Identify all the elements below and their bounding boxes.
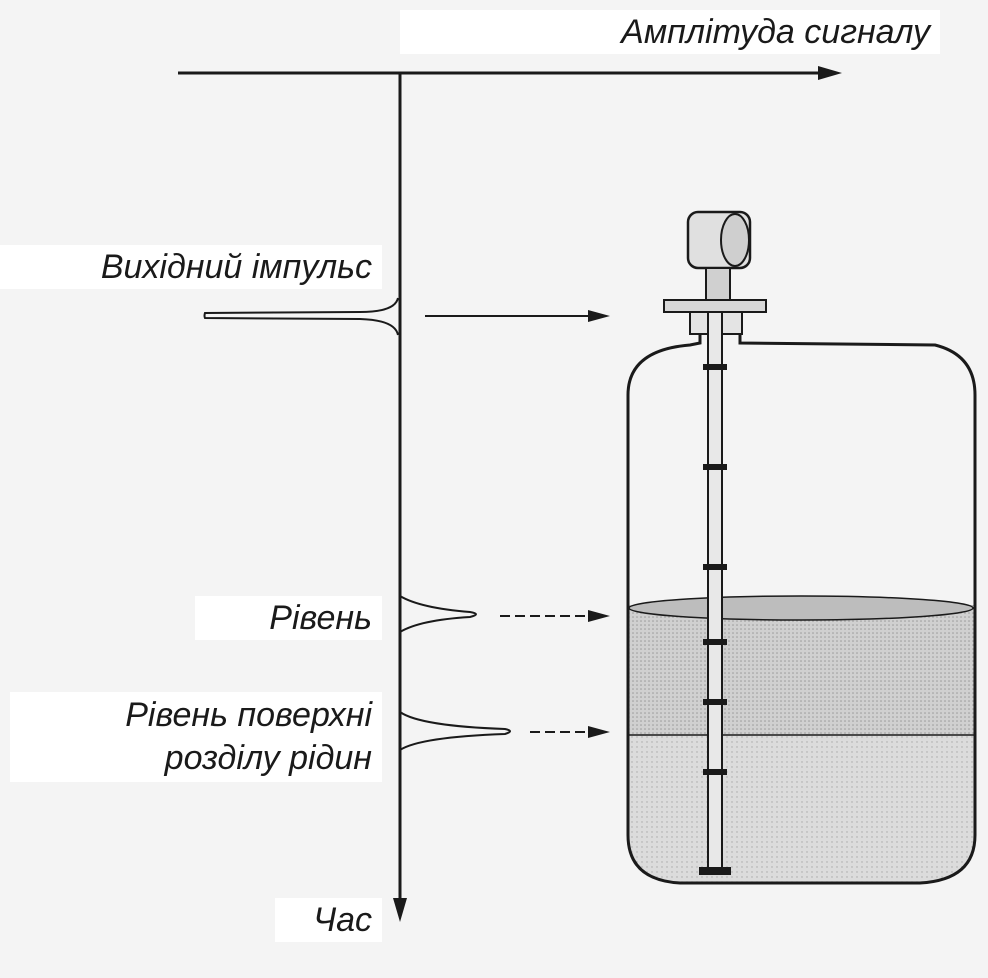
signal-pulses [203, 297, 511, 751]
level-arrowhead [588, 610, 610, 622]
probe-rod [707, 311, 723, 873]
output-pulse-label: Вихідний імпульс [0, 245, 382, 289]
interface-pulse-shape [399, 711, 511, 751]
interface-arrowhead [588, 726, 610, 738]
mounting-flange [663, 299, 767, 313]
time-axis-label: Час [275, 898, 382, 942]
transmitter-neck [705, 267, 731, 301]
amplitude-axis-arrowhead [818, 66, 842, 80]
time-axis-arrowhead [393, 898, 407, 922]
output-arrowhead [588, 310, 610, 322]
probe-spacers [699, 364, 731, 875]
liquid-surface [628, 595, 974, 621]
lower-liquid-layer [628, 735, 975, 883]
upper-liquid-layer [628, 605, 975, 735]
transmitter-cover [720, 213, 750, 267]
level-pulse-shape [399, 595, 477, 633]
level-label: Рівень [195, 596, 382, 640]
interface-level-label: Рівень поверхні розділу рідин [10, 692, 382, 782]
interface-label-line2: розділу рідин [164, 739, 372, 777]
tank [626, 328, 977, 885]
signal-axes [178, 66, 842, 922]
radar-level-transmitter [663, 210, 767, 875]
amplitude-axis-label: Амплітуда сигналу [400, 10, 940, 54]
echo-arrows [425, 310, 610, 738]
tank-outline [626, 328, 977, 885]
interface-label-line1: Рівень поверхні [125, 696, 372, 734]
output-pulse-shape [203, 297, 399, 336]
